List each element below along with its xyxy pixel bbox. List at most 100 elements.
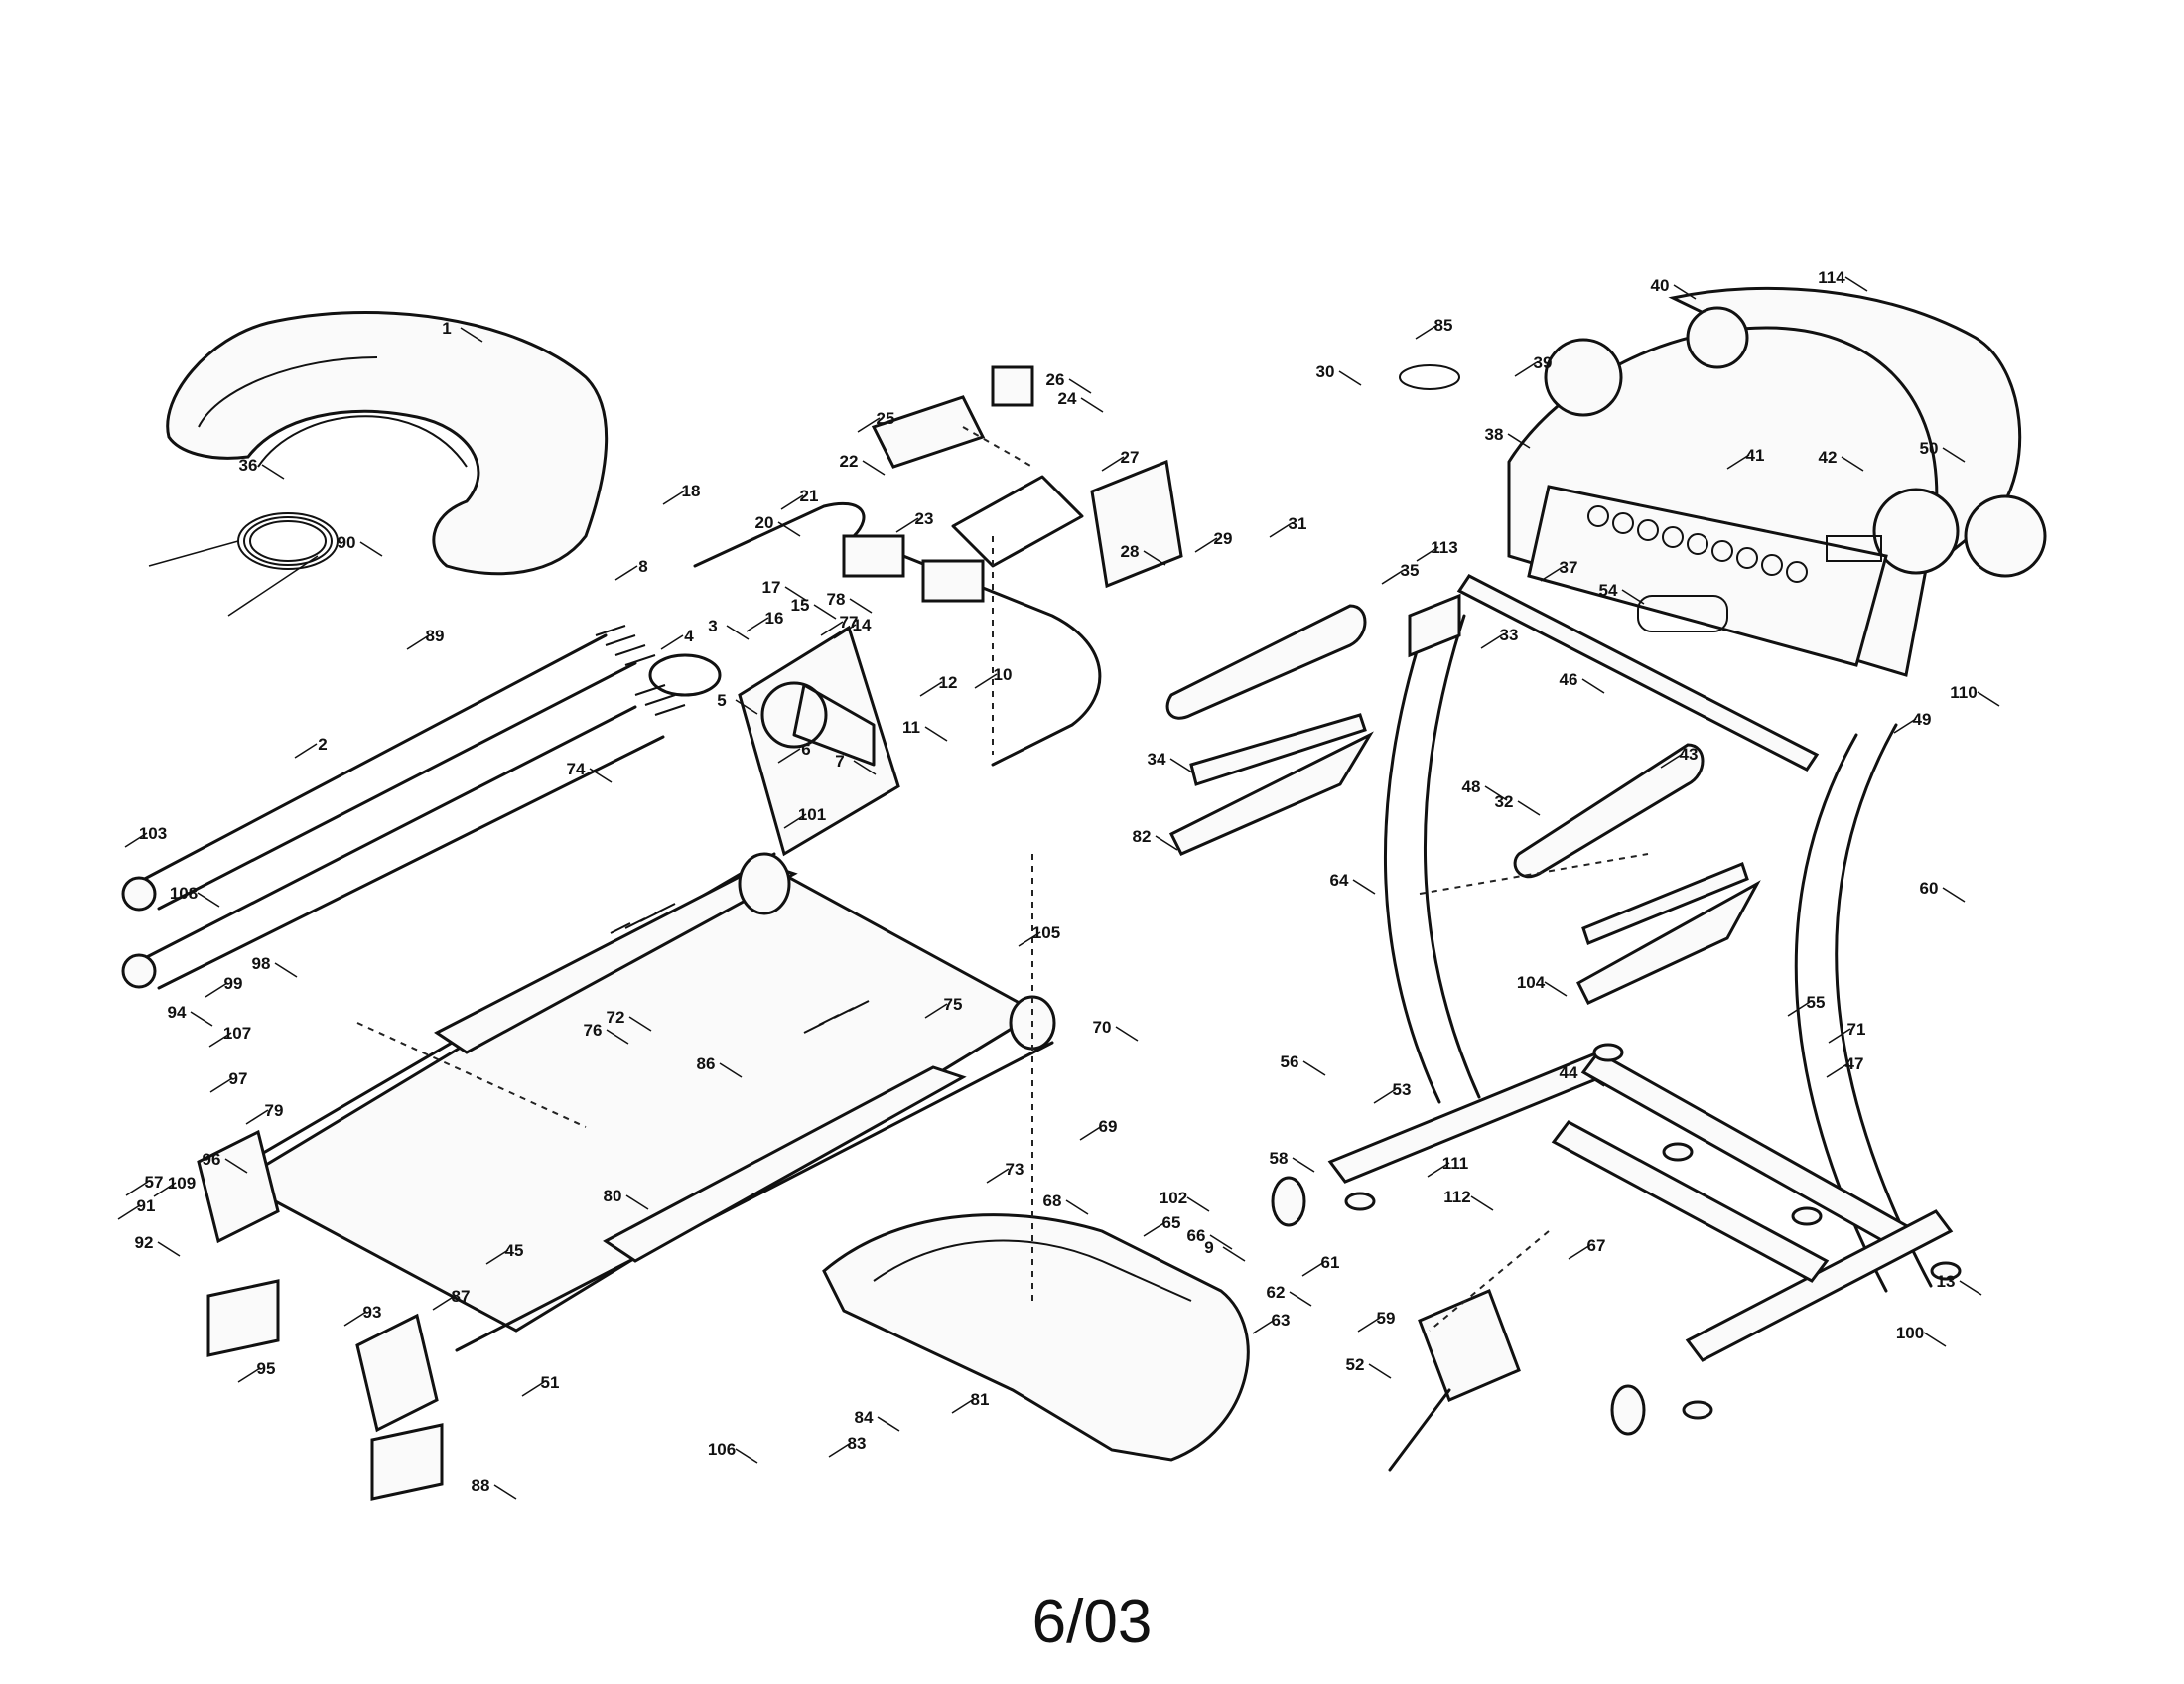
callout-leader: [485, 1249, 509, 1265]
callout-97: 97: [209, 1069, 247, 1093]
callout-49: 49: [1893, 710, 1932, 734]
callout-number: 75: [944, 995, 963, 1014]
callout-leader: [274, 962, 298, 978]
callout-number: 10: [994, 665, 1013, 684]
callout-5: 5: [717, 691, 758, 715]
callout-number: 6: [801, 740, 810, 759]
callout-16: 16: [746, 609, 783, 632]
callout-17: 17: [762, 578, 808, 602]
callout-leader: [1222, 1246, 1246, 1262]
callout-number: 85: [1434, 316, 1453, 335]
callout-number: 44: [1560, 1063, 1578, 1082]
callout-number: 90: [338, 533, 356, 552]
callout-leader: [493, 1484, 517, 1500]
page-label: 6/03: [1031, 1588, 1153, 1656]
callout-77: 77: [820, 613, 858, 636]
callout-32: 32: [1495, 792, 1541, 816]
callout-number: 73: [1006, 1160, 1024, 1179]
callout-number: 63: [1272, 1311, 1291, 1330]
callout-35: 35: [1381, 561, 1419, 585]
callout-95: 95: [237, 1359, 275, 1383]
callout-leader: [951, 1398, 975, 1414]
callout-51: 51: [521, 1373, 559, 1397]
callout-leader: [777, 521, 801, 537]
console-base: [1527, 485, 1888, 667]
callout-number: 53: [1393, 1080, 1412, 1099]
callout-100: 100: [1896, 1324, 1947, 1347]
callout-107: 107: [208, 1024, 251, 1048]
callout-leader: [1143, 550, 1166, 566]
callout-number: 20: [755, 513, 774, 532]
callout-92: 92: [135, 1233, 181, 1257]
callout-74: 74: [567, 760, 613, 783]
callout-22: 22: [840, 452, 886, 476]
callout-86: 86: [697, 1054, 743, 1078]
left-foot-rail: [434, 862, 798, 1054]
callout-88: 88: [472, 1476, 517, 1500]
callout-number: 112: [1443, 1188, 1470, 1206]
callout-number: 55: [1807, 993, 1826, 1012]
callout-leader: [1959, 1280, 1982, 1296]
callout-87: 87: [432, 1287, 470, 1311]
callout-29: 29: [1194, 529, 1232, 553]
callout-39: 39: [1514, 353, 1552, 377]
callout-number: 41: [1746, 446, 1765, 465]
callout-leader: [1143, 1221, 1166, 1237]
leveling-feet: [1344, 1043, 1962, 1420]
callout-47: 47: [1826, 1054, 1863, 1078]
callout-number: 38: [1485, 425, 1504, 444]
callout-number: 11: [902, 718, 920, 737]
callout-leader: [662, 490, 686, 505]
callout-93: 93: [343, 1303, 381, 1327]
callout-number: 60: [1920, 879, 1939, 898]
callout-number: 57: [145, 1173, 164, 1192]
callout-leader: [1841, 456, 1864, 472]
callout-4: 4: [660, 627, 694, 650]
callout-leader: [1301, 1261, 1325, 1277]
callout-number: 23: [915, 509, 934, 528]
callout-52: 52: [1346, 1355, 1392, 1379]
callout-number: 100: [1896, 1324, 1924, 1342]
callout-number: 46: [1560, 670, 1578, 689]
callout-number: 109: [168, 1174, 196, 1193]
callout-leader: [1302, 1060, 1326, 1076]
callout-number: 106: [708, 1440, 736, 1459]
callout-15: 15: [791, 596, 837, 620]
callout-84: 84: [855, 1408, 900, 1432]
callout-83: 83: [828, 1434, 866, 1458]
callout-leader: [857, 417, 881, 433]
callout-2: 2: [294, 735, 328, 759]
callout-leader: [1517, 800, 1541, 816]
callout-number: 107: [223, 1024, 251, 1043]
callout-24: 24: [1058, 389, 1104, 413]
callout-61: 61: [1301, 1253, 1339, 1277]
callout-91: 91: [117, 1196, 155, 1220]
callout-number: 110: [1950, 683, 1977, 702]
callout-leader: [1289, 1291, 1312, 1307]
callout-leader: [853, 760, 877, 775]
callout-number: 114: [1818, 268, 1845, 287]
callout-number: 101: [798, 805, 826, 824]
callout-leader: [1673, 284, 1697, 300]
callout-number: 45: [505, 1241, 524, 1260]
callout-number: 62: [1267, 1283, 1286, 1302]
callout-number: 25: [877, 409, 895, 428]
callout-number: 111: [1442, 1154, 1469, 1173]
callout-113: 113: [1416, 538, 1458, 562]
callout-number: 49: [1913, 710, 1932, 729]
callout-number: 21: [800, 487, 819, 505]
callout-leader: [924, 1003, 948, 1019]
callout-leader: [1068, 378, 1092, 394]
callout-number: 113: [1431, 538, 1457, 557]
callout-leader: [1269, 522, 1293, 538]
callout-leader: [780, 494, 804, 510]
callout-leader: [1292, 1157, 1315, 1173]
callout-leader: [1194, 537, 1218, 553]
callout-54: 54: [1599, 581, 1645, 605]
accessory-tray: [822, 1213, 1250, 1462]
callout-leader: [1368, 1363, 1392, 1379]
callout-leader: [1186, 1196, 1210, 1212]
callout-number: 80: [604, 1187, 622, 1205]
callout-leader: [406, 634, 430, 650]
callout-leader: [157, 1241, 181, 1257]
